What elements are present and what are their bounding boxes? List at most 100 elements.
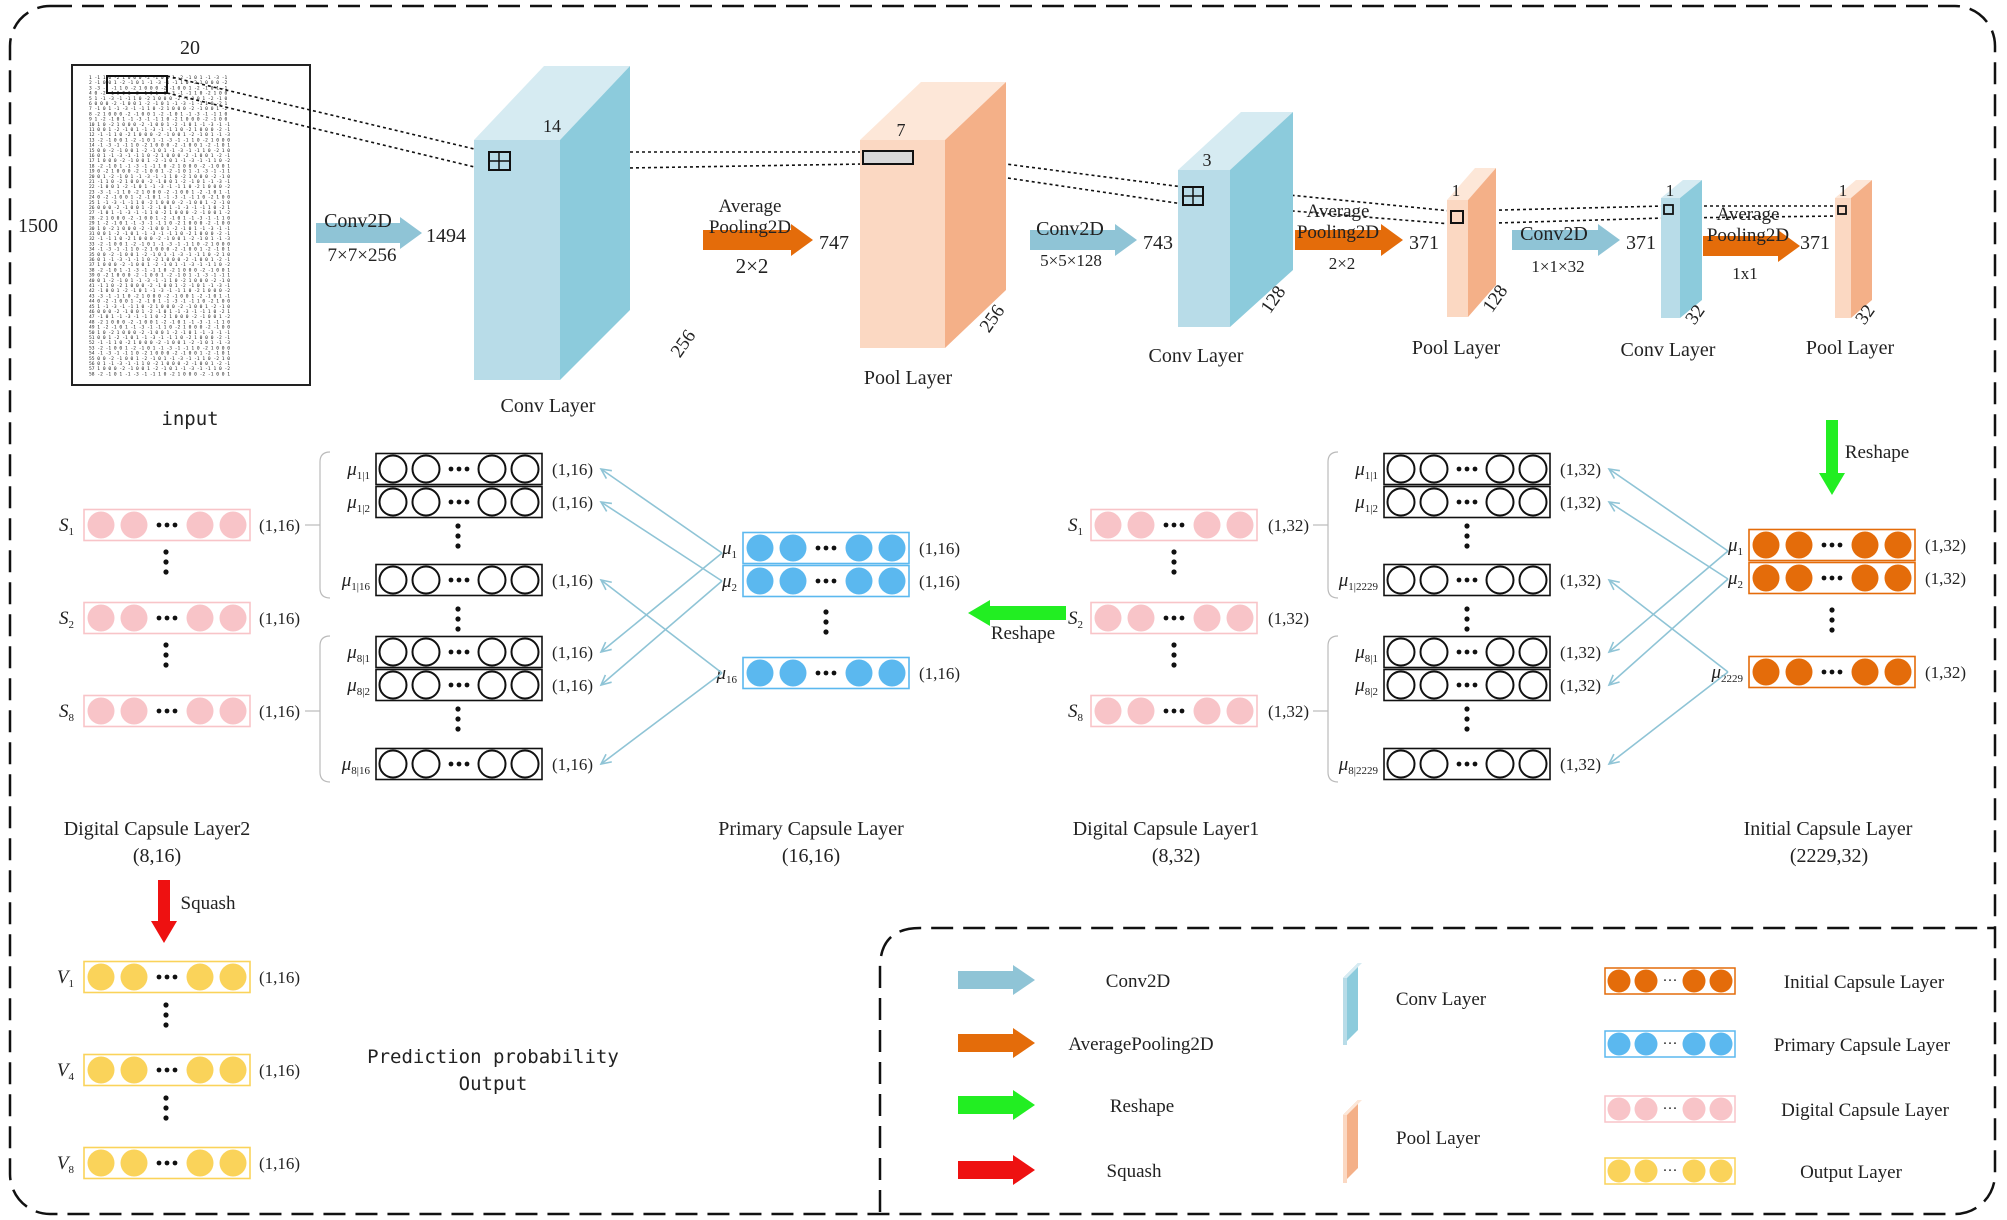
digital1-group8-bracket xyxy=(1327,635,1339,783)
svg-text:55 0 0 -2 -1 0 0 1 -2 -: 55 0 0 -2 -1 0 0 1 -2 -1 0 1 -1 -3 -1 -1… xyxy=(89,356,230,362)
vertical-ellipsis-icon xyxy=(455,523,461,549)
vertical-ellipsis-icon xyxy=(163,1095,169,1121)
digital1-s-row xyxy=(1090,508,1258,542)
svg-text:35 0 0 -2 -1 0 0 1 -2 -: 35 0 0 -2 -1 0 0 1 -2 -1 0 1 -1 -3 -1 -1… xyxy=(89,252,230,258)
svg-text:19 0 -2 1 0 0 0 -2 -1: 19 0 -2 1 0 0 0 -2 -1 0 0 1 -2 -1 0 1 -1… xyxy=(89,169,230,175)
vertical-ellipsis-icon xyxy=(1464,606,1470,632)
pool-block-2-caption: Pool Layer xyxy=(1412,337,1501,359)
svg-text:21 -1 1 0 -2 1 0 0 0 -: 21 -1 1 0 -2 1 0 0 0 -2 -1 0 0 1 -2 -1 0… xyxy=(89,179,230,185)
svg-text:3 -3 -1 -1 1 0 -2 1 0 0: 3 -3 -1 -1 1 0 -2 1 0 0 0 -2 -1 0 0 1 -2… xyxy=(89,85,228,91)
primary-layer-title: Primary Capsule Layer xyxy=(718,818,904,840)
conv1-name: Conv2D xyxy=(324,210,392,232)
squash-label: Squash xyxy=(181,893,236,914)
digital1-mu-label: μ8|1 xyxy=(1354,642,1378,665)
svg-text:39 0 -2 1 0 0 0 -2 -1: 39 0 -2 1 0 0 0 -2 -1 0 0 1 -2 -1 0 1 -1… xyxy=(89,273,230,279)
svg-text:56 0 1 -1 -3 -1 -1 1 0 -: 56 0 1 -1 -3 -1 -1 1 0 -2 1 0 0 0 -2 -1 … xyxy=(89,361,230,367)
squash-down-arrow xyxy=(151,880,177,943)
routing-arrow xyxy=(1608,671,1729,765)
legend-initial-swatch: ··· xyxy=(1604,967,1736,995)
digital1-group1-bracket xyxy=(1327,451,1339,599)
vertical-ellipsis-icon xyxy=(1171,549,1177,575)
output-row xyxy=(83,1053,251,1087)
vertical-ellipsis-icon xyxy=(455,606,461,632)
svg-text:41 -1 1 0 -2 1 0 0 0 -: 41 -1 1 0 -2 1 0 0 0 -2 -1 0 0 1 -2 -1 0… xyxy=(89,283,230,289)
digital1-mu-row xyxy=(1383,668,1551,702)
svg-text:10 1 0 -2 1 0 0 0 -2 -: 10 1 0 -2 1 0 0 0 -2 -1 0 0 1 -2 -1 0 1 … xyxy=(89,122,230,128)
routing-arrow-head xyxy=(599,500,613,512)
digital2-mu-dim: (1,16) xyxy=(552,643,593,662)
svg-text:23 -3 -1 -1 1 0 -2 1 0: 23 -3 -1 -1 1 0 -2 1 0 0 0 -2 -1 0 0 1 -… xyxy=(89,189,230,195)
svg-text:46 0 0 0 -2 -1 0 0 1 -: 46 0 0 0 -2 -1 0 0 1 -2 -1 0 1 -1 -3 -1 … xyxy=(89,309,230,315)
routing-arrow xyxy=(600,579,723,674)
conv-block-3-top: 1 xyxy=(1666,181,1675,200)
svg-text:34 -1 -3 -1 -1 1 0 -2 1: 34 -1 -3 -1 -1 1 0 -2 1 0 0 0 -2 -1 0 0 … xyxy=(89,247,230,253)
input-width-label: 20 xyxy=(180,37,200,59)
initial-layer-title: Initial Capsule Layer xyxy=(1744,818,1913,840)
vertical-ellipsis-icon xyxy=(1464,523,1470,549)
output-label: V1 xyxy=(57,967,74,990)
svg-text:31 0 0 1 -2 -1 0 1 -1 -: 31 0 0 1 -2 -1 0 1 -1 -3 -1 -1 1 0 -2 1 … xyxy=(89,231,230,237)
pool2-name-line1: Average xyxy=(1307,201,1370,222)
svg-text:6 0 0 0 -2 -1 0 0 1 -2: 6 0 0 0 -2 -1 0 0 1 -2 -1 0 1 -1 -3 -1 -… xyxy=(89,101,228,107)
digital2-mu-row xyxy=(375,668,543,702)
legend-arrow-label: Squash xyxy=(1107,1161,1162,1182)
pool-block-1-top: 7 xyxy=(897,120,906,140)
input-matrix-values: 1 -1 1 0 -2 1 0 0 0 -2 -1 0 0 1 -2 -1 0 … xyxy=(89,75,230,377)
input-kernel-window xyxy=(106,75,168,94)
pool-block-3-caption: Pool Layer xyxy=(1806,337,1895,359)
legend-pool-block-icon xyxy=(1343,1100,1362,1183)
digital2-s-label: S1 xyxy=(59,515,74,538)
pool1-out: 747 xyxy=(819,232,849,254)
primary-row xyxy=(742,656,910,690)
legend-reshape-arrow xyxy=(958,1090,1035,1120)
primary-label: μ1 xyxy=(721,538,737,561)
legend-block-label: Pool Layer xyxy=(1396,1128,1481,1149)
input-caption: input xyxy=(161,408,218,430)
digital2-s-row xyxy=(83,508,251,542)
routing-arrow xyxy=(600,468,723,554)
routing-arrow-head xyxy=(1607,501,1621,512)
legend-arrow-label: Conv2D xyxy=(1106,971,1170,992)
pool-block-2-kernel xyxy=(1450,210,1464,224)
conv-block-3-caption: Conv Layer xyxy=(1621,339,1716,361)
digital2-mu-label: μ8|2 xyxy=(346,675,370,698)
pool-block-1 xyxy=(860,82,1006,348)
svg-text:14 -1 -3 -1 -1 1 0 -2 1: 14 -1 -3 -1 -1 1 0 -2 1 0 0 0 -2 -1 0 0 … xyxy=(89,143,230,149)
svg-text:···: ··· xyxy=(1663,973,1678,989)
legend-primary-swatch: ··· xyxy=(1604,1030,1736,1058)
conv-block-1-side: 256 xyxy=(667,326,701,361)
svg-text:24 0 -2 -1 0 0 1 -2 -1: 24 0 -2 -1 0 0 1 -2 -1 0 1 -1 -3 -1 -1 1… xyxy=(89,195,230,201)
conv-block-2-caption: Conv Layer xyxy=(1149,345,1244,367)
primary-row xyxy=(742,564,910,598)
initial-row xyxy=(1748,528,1916,562)
digital1-mu-dim: (1,32) xyxy=(1560,571,1601,590)
reshape-top-label: Reshape xyxy=(1845,442,1909,463)
digital2-mu-label: μ8|16 xyxy=(341,754,371,777)
digital2-group1-bracket xyxy=(319,451,331,599)
conv3-kernel: 1×1×32 xyxy=(1531,257,1584,276)
digital2-mu-row xyxy=(375,452,543,486)
vertical-ellipsis-icon xyxy=(455,706,461,732)
svg-text:16 0 1 -1 -3 -1 -1 1 0 -: 16 0 1 -1 -3 -1 -1 1 0 -2 1 0 0 0 -2 -1 … xyxy=(89,153,230,159)
pool-block-2-top: 1 xyxy=(1452,181,1461,200)
digital2-mu-row xyxy=(375,635,543,669)
legend-output-swatch: ··· xyxy=(1604,1157,1736,1185)
output-label: V4 xyxy=(57,1060,75,1083)
pool2-arrow xyxy=(1295,224,1403,256)
svg-text:43 -3 -1 -1 1 0 -2 1 0: 43 -3 -1 -1 1 0 -2 1 0 0 0 -2 -1 0 0 1 -… xyxy=(89,293,230,299)
routing-arrow xyxy=(600,672,723,765)
digital1-mu-label: μ1|2229 xyxy=(1338,570,1379,593)
svg-text:48 -2 1 0 0 0 -2 -1 0: 48 -2 1 0 0 0 -2 -1 0 0 1 -2 -1 0 1 -1 -… xyxy=(89,319,230,325)
pool3-name-line2: Pooling2D xyxy=(1707,225,1789,246)
conv-block-3-kernel xyxy=(1663,204,1674,215)
conv-block-1-top: 14 xyxy=(543,116,561,136)
digital2-mu-dim: (1,16) xyxy=(552,571,593,590)
digital2-s-dim: (1,16) xyxy=(259,516,300,535)
digital1-s-dim: (1,32) xyxy=(1268,516,1309,535)
svg-text:54 -1 -3 -1 -1 1 0 -2 1: 54 -1 -3 -1 -1 1 0 -2 1 0 0 0 -2 -1 0 0 … xyxy=(89,351,230,357)
digital2-s-row xyxy=(83,694,251,728)
conv1-arrow xyxy=(316,217,422,249)
digital2-s-label: S2 xyxy=(59,608,74,631)
routing-arrow xyxy=(600,580,723,686)
svg-text:17 1 0 0 0 -2 -1 0 0: 17 1 0 0 0 -2 -1 0 0 1 -2 -1 0 1 -1 -3 -… xyxy=(89,158,230,164)
